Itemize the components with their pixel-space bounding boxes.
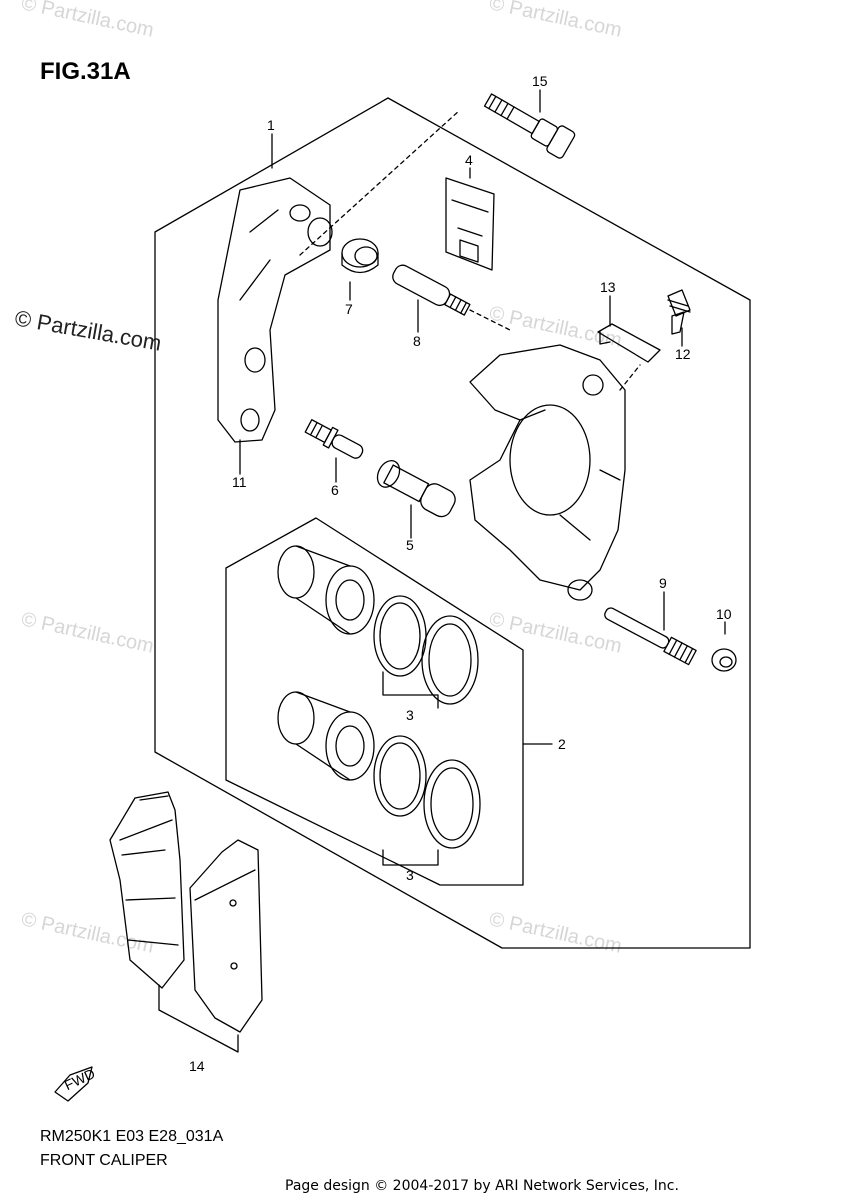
caliper-body [469, 344, 626, 601]
page-credit: Page design © 2004-2017 by ARI Network S… [285, 1178, 679, 1194]
slide-pin-6 [304, 419, 364, 459]
pin-9 [604, 607, 697, 666]
slide-pin-8 [392, 264, 471, 316]
piston-lower [277, 691, 375, 781]
callout-15: 15 [532, 73, 548, 89]
callout-9: 9 [659, 575, 667, 591]
boot-7 [341, 238, 379, 274]
brake-pad-right [189, 839, 263, 1033]
seal-rings [373, 595, 481, 849]
callout-8: 8 [413, 333, 421, 349]
callout-14: 14 [189, 1058, 205, 1074]
callout-1: 1 [267, 117, 275, 133]
callout-3: 3 [406, 707, 414, 723]
figure-title: FIG.31A [40, 58, 131, 85]
callout-4: 4 [465, 152, 473, 168]
callout-6: 6 [331, 482, 339, 498]
callout-13: 13 [600, 279, 616, 295]
brake-pad-left [109, 791, 185, 989]
seal-kit-outline [225, 517, 524, 886]
assembly-outline [154, 97, 751, 949]
clip-13 [597, 323, 661, 363]
caliper-bracket-1 [217, 177, 333, 443]
bolt-15 [483, 93, 576, 159]
callout-11: 11 [232, 474, 247, 490]
callout-2: 2 [558, 736, 566, 752]
pin-boot-5 [376, 460, 456, 518]
callout-10: 10 [716, 606, 732, 622]
model-code: RM250K1 E03 E28_031A [40, 1128, 224, 1145]
callout-3: 3 [406, 867, 414, 883]
callout-12: 12 [675, 346, 691, 362]
pad-spring-4 [445, 177, 495, 271]
callout-5: 5 [406, 537, 414, 553]
nut-10 [711, 648, 737, 672]
fwd-arrow-icon [54, 1066, 93, 1102]
piston-upper [277, 545, 375, 635]
callout-7: 7 [345, 301, 353, 317]
bleeder-valve-12 [667, 289, 691, 335]
diagram-caption: FRONT CALIPER [40, 1152, 168, 1169]
